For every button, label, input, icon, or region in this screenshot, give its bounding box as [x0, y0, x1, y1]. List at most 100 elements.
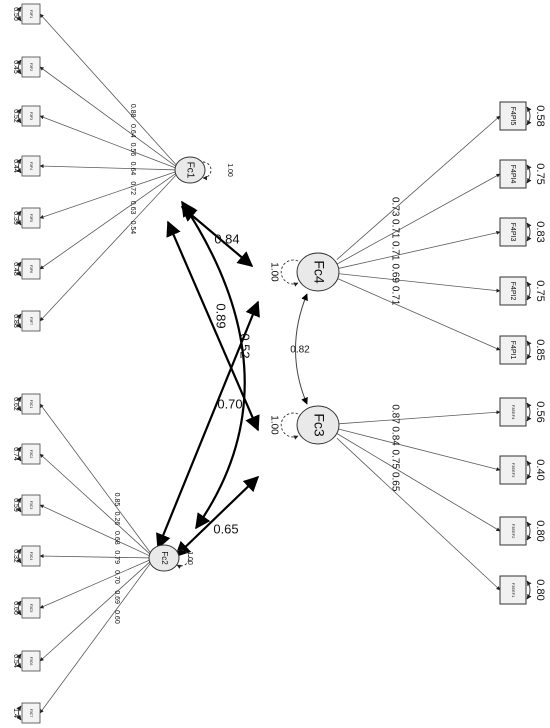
indicator-boxes: F3F10.50F3F20.45F3F30.52F3F40.44F3F50.39… — [12, 3, 546, 724]
residual-value: 0.40 — [534, 459, 546, 480]
residual-value: 0.56 — [534, 401, 546, 422]
latent-fc1 — [174, 156, 206, 184]
latent-label: Fc4 — [311, 260, 327, 284]
residual-arrow — [16, 59, 22, 75]
indicator-label: F3C7 — [29, 709, 33, 718]
indicator-label: F4PI3 — [509, 223, 516, 242]
indicator-box — [21, 545, 41, 567]
loading-label: 0.69 — [113, 590, 120, 604]
loading-label: 0.88 — [129, 104, 136, 118]
residual-arrow — [526, 281, 532, 301]
loading-label: 0.71 — [390, 286, 401, 306]
residual-value: 0.80 — [534, 520, 546, 541]
indicator-box — [21, 393, 41, 415]
residual-arrow — [16, 446, 22, 462]
residual-arrow — [16, 497, 22, 513]
loading-label: 0.54 — [129, 221, 136, 235]
variance-label: 1.00 — [268, 415, 279, 435]
fc1-loading-line — [39, 13, 179, 168]
residual-arrow — [526, 222, 532, 242]
residual-value: 0.59 — [12, 498, 19, 512]
indicator-box — [21, 650, 41, 672]
loading-label: 0.85 — [113, 493, 120, 507]
indicator-box — [499, 217, 527, 247]
loading-label: 0.72 — [129, 181, 136, 195]
residual-arrow — [16, 705, 22, 721]
loading-label: 0.60 — [113, 610, 120, 624]
indicator-label: F3C4 — [29, 552, 33, 561]
residual-arrow — [526, 340, 532, 360]
indicator-label: F3F7 — [29, 317, 33, 325]
residual-arrow — [16, 261, 22, 277]
indicator-label: F3F3 — [29, 112, 33, 120]
loading-label: 0.71 — [390, 241, 401, 261]
indicator-box — [21, 494, 41, 516]
residual-arrow — [16, 6, 22, 22]
residual-value: 0.54 — [12, 654, 19, 668]
variance-label: 1.00 — [226, 163, 233, 177]
residual-value: 1.4 — [12, 708, 19, 718]
fc3-loading-line — [336, 433, 501, 532]
indicator-label: F3C2 — [29, 450, 33, 459]
loading-label: 0.70 — [113, 570, 120, 584]
residual-value: 0.32 — [12, 549, 19, 563]
fc1-loading-line — [39, 170, 179, 219]
latent-fc3 — [296, 405, 340, 445]
cov-arrow-fc4-fc3 — [295, 293, 308, 405]
loading-label: 0.65 — [390, 472, 401, 492]
variance-loop — [176, 549, 190, 569]
covariance-label: 0.84 — [214, 231, 239, 246]
residual-value: 0.44 — [12, 159, 19, 173]
indicator-label: F3F5 — [29, 214, 33, 222]
covariance-paths — [156, 200, 308, 558]
loading-label: 0.84 — [390, 426, 401, 446]
loading-label: 0.64 — [129, 162, 136, 176]
latent-label: Fc3 — [311, 413, 327, 437]
indicator-label: F3EEF4 — [511, 405, 516, 420]
residual-arrow — [16, 158, 22, 174]
fc2-loading-line — [39, 504, 153, 558]
indicator-label: F3C5 — [29, 604, 33, 613]
indicator-box — [499, 276, 527, 306]
residual-arrow — [16, 600, 22, 616]
residual-value: 0.52 — [12, 109, 19, 123]
loading-label: 0.79 — [113, 550, 120, 564]
residual-value: 0.45 — [12, 60, 19, 74]
indicator-box — [499, 455, 527, 485]
latent-label: Fc1 — [184, 162, 195, 179]
cov-arrow-fc2-fc3 — [174, 475, 260, 558]
indicator-box — [499, 397, 527, 427]
loading-label: 0.69 — [390, 263, 401, 283]
loading-label: 0.56 — [129, 143, 136, 157]
indicator-box — [499, 159, 527, 189]
loading-paths — [39, 13, 501, 714]
latent-fc4 — [296, 252, 340, 292]
variance-loop — [280, 259, 299, 287]
variance-label: 1.00 — [186, 551, 193, 565]
latent-label: Fc2 — [160, 551, 169, 565]
fc4-loading-line — [336, 230, 501, 270]
fc3-loading-line — [336, 428, 501, 472]
indicator-box — [499, 335, 527, 365]
indicator-label: F3EEF2 — [511, 524, 516, 539]
covariance-label: 0.52 — [238, 333, 253, 358]
indicator-box — [21, 597, 41, 619]
fc1-loading-line — [39, 172, 179, 322]
fc2-loading-line — [39, 554, 153, 559]
indicator-box — [499, 101, 527, 131]
indicator-label: F4PI4 — [509, 165, 516, 184]
residual-arrow — [526, 164, 532, 184]
fc1-loading-line — [39, 115, 179, 170]
fc4-loading-line — [336, 277, 501, 351]
indicator-label: F3C3 — [29, 501, 33, 510]
fc4-loading-line — [336, 173, 501, 265]
variance-loop — [280, 412, 299, 440]
indicator-box — [499, 516, 527, 546]
loading-label: 0.26 — [113, 512, 120, 526]
fc1-loading-line — [39, 171, 179, 270]
indicator-label: F3F2 — [29, 63, 33, 71]
residual-value: 0.80 — [534, 579, 546, 600]
indicator-label: F3F4 — [29, 162, 33, 170]
residual-arrow — [526, 580, 532, 600]
